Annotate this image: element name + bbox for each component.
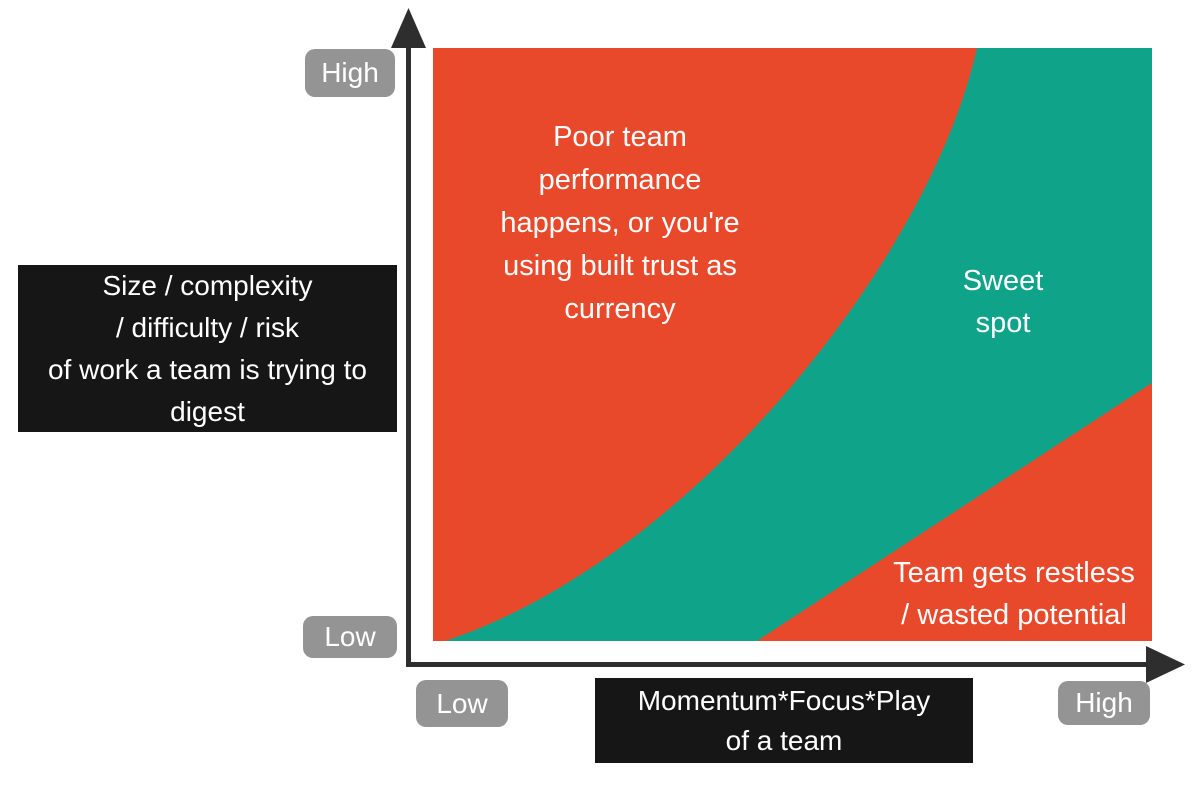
region-label-restless: Team gets restless / wasted potential <box>893 557 1135 631</box>
region-label-sweet-spot: Sweet spot <box>962 265 1044 339</box>
region-label-poor-performance: Poor team performance happens, or you're… <box>500 121 740 325</box>
x-axis-low-label: Low <box>416 680 508 727</box>
x-axis-line <box>406 662 1150 667</box>
x-axis-arrow-icon <box>1146 646 1185 683</box>
x-axis-high-label: High <box>1058 681 1150 725</box>
y-axis-line <box>406 40 411 667</box>
y-axis-arrow-icon <box>391 8 426 48</box>
y-axis-title: Size / complexity / difficulty / risk of… <box>18 265 397 432</box>
region-restless-shape <box>757 383 1152 641</box>
y-axis-high-label: High <box>305 49 395 97</box>
x-axis-title: Momentum*Focus*Play of a team <box>595 678 973 763</box>
region-sweet-spot-shape <box>445 48 1152 641</box>
y-axis-low-label: Low <box>303 616 397 658</box>
